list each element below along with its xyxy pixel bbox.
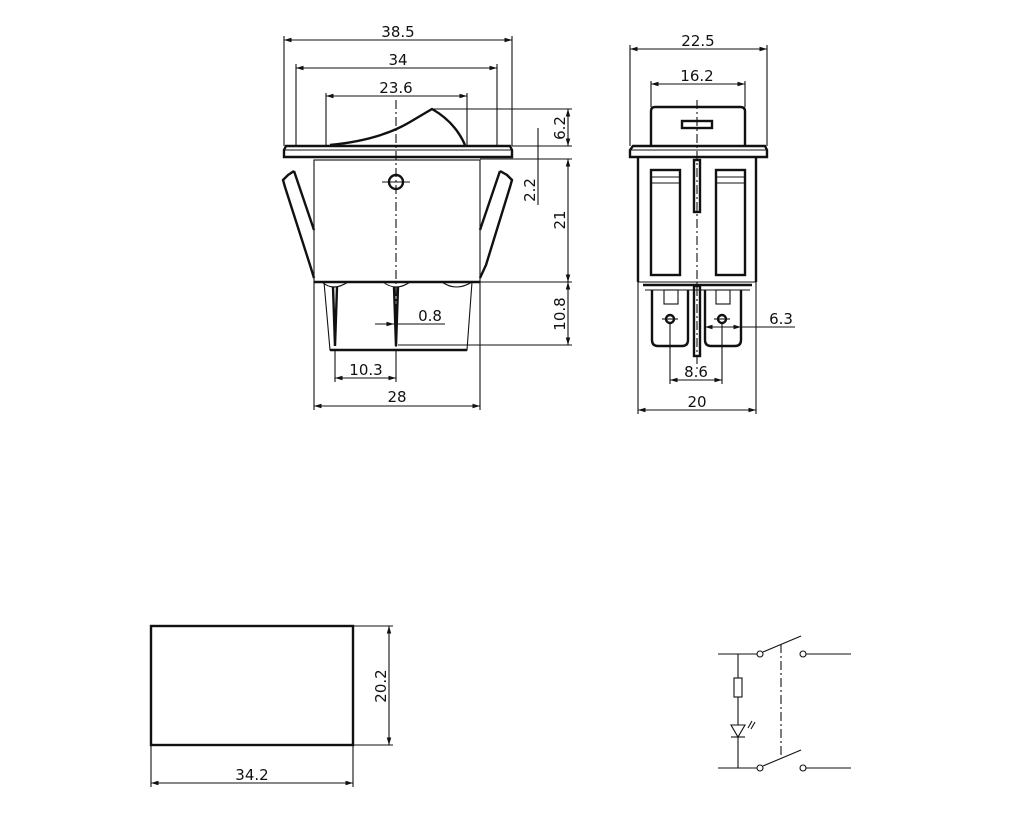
dim-38-5: 38.5	[381, 23, 414, 41]
terminal-mid	[392, 286, 400, 347]
dim-34: 34	[388, 51, 407, 69]
side-window-right	[714, 168, 747, 277]
side-bezel	[628, 144, 769, 159]
dim-20-2: 20.2	[372, 669, 390, 702]
side-rocker	[649, 105, 747, 145]
circuit-schematic	[718, 635, 851, 772]
terminal-left	[331, 286, 339, 347]
led-icon	[730, 724, 746, 739]
bezel	[282, 144, 514, 159]
side-window-left	[649, 168, 682, 277]
right-clip	[478, 169, 514, 279]
switch-blade-bottom	[762, 749, 802, 767]
dim-6-2: 6.2	[551, 116, 569, 140]
rocker-outline	[329, 107, 467, 147]
dim-22-5: 22.5	[681, 32, 714, 50]
switch-contact-bottom	[756, 764, 764, 772]
front-view: 38.5 34 23.6 6.2 2.2 21 10.8 0.8	[281, 23, 572, 410]
cutout-rectangle	[149, 624, 355, 747]
dim-23-6: 23.6	[379, 79, 412, 97]
dim-21: 21	[551, 210, 569, 229]
switch-blade-top	[762, 635, 802, 653]
dim-6-3: 6.3	[769, 310, 793, 328]
dim-10-3: 10.3	[349, 361, 382, 379]
dim-28: 28	[387, 388, 406, 406]
dim-0-8: 0.8	[418, 307, 442, 325]
dim-8-6: 8.6	[684, 363, 708, 381]
panel-cutout: 20.2 34.2	[149, 624, 393, 787]
dim-20: 20	[687, 393, 706, 411]
dim-2-2: 2.2	[521, 178, 539, 202]
side-terminal-right	[703, 290, 743, 348]
dim-10-8: 10.8	[551, 297, 569, 330]
switch-contact-top	[756, 650, 764, 658]
dim-34-2: 34.2	[235, 766, 268, 784]
dim-16-2: 16.2	[680, 67, 713, 85]
side-view: 22.5 16.2 6.3 8.6 20	[628, 32, 795, 414]
switch-body	[313, 159, 481, 283]
resistor-icon	[733, 677, 743, 698]
left-clip	[281, 170, 316, 279]
